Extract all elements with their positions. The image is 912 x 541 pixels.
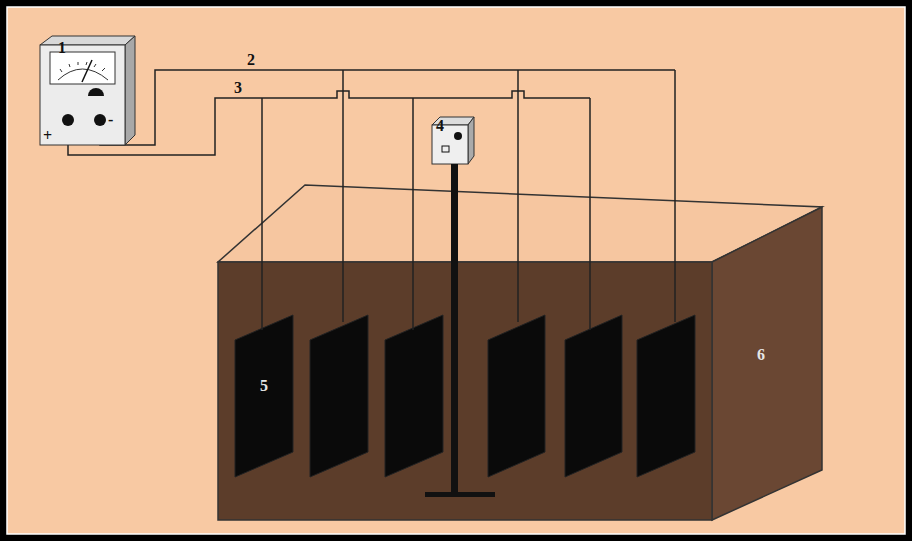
electrodes xyxy=(235,315,695,477)
callout-number: 3 xyxy=(234,80,242,96)
wires xyxy=(68,70,675,330)
callout-number: - xyxy=(108,112,113,128)
callout-number: 1 xyxy=(58,40,66,56)
background xyxy=(7,7,905,534)
tank-top xyxy=(218,185,822,262)
stirrer xyxy=(425,117,495,497)
power-supply xyxy=(40,36,135,145)
callout-number: 2 xyxy=(247,52,255,68)
callout-number: 4 xyxy=(436,118,444,134)
tank-front xyxy=(218,262,712,520)
callout-number: 5 xyxy=(260,378,268,394)
callout-number: + xyxy=(43,128,52,144)
tank-side xyxy=(712,207,822,520)
callout-number: 6 xyxy=(757,347,765,363)
